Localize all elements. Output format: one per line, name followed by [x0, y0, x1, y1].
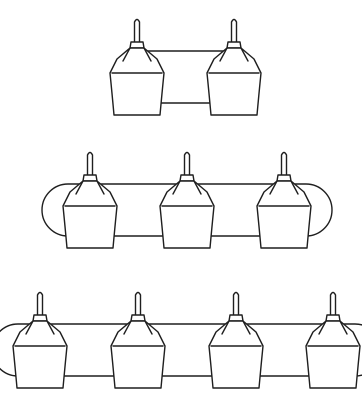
lamp-1 [12, 291, 68, 389]
backplate [39, 323, 334, 377]
lamp-2 [159, 151, 215, 249]
lamp-2 [206, 18, 262, 116]
four-light-fixture [0, 291, 362, 389]
lamp-1 [109, 18, 165, 116]
lamp-2 [110, 291, 166, 389]
lamp-3 [256, 151, 312, 249]
lamp-1 [62, 151, 118, 249]
lamp-4 [305, 291, 361, 389]
lamp-3 [208, 291, 264, 389]
three-light-fixture [41, 151, 333, 249]
two-light-fixture [109, 18, 262, 116]
